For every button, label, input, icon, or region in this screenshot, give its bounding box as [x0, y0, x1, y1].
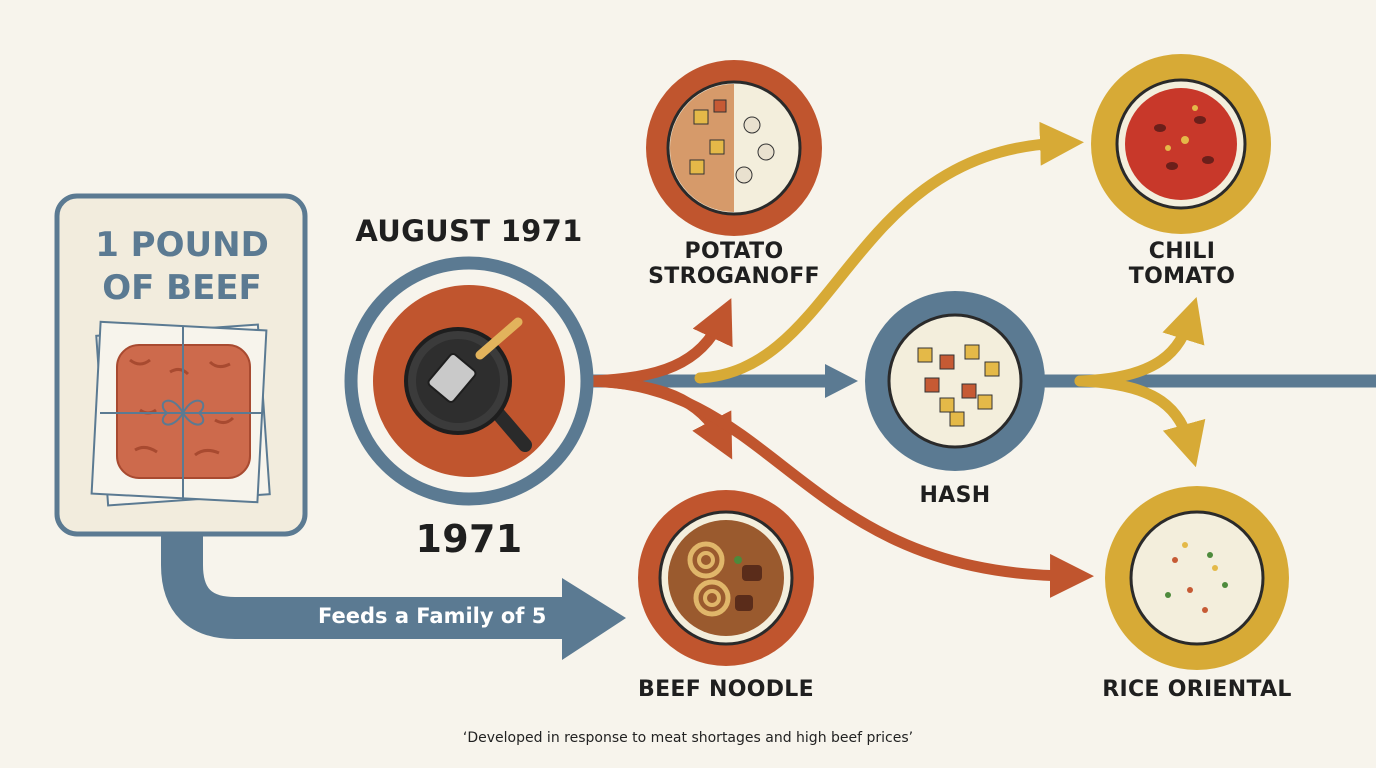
branch-to-chili — [694, 121, 1084, 384]
date-bottom-label: 1971 — [415, 517, 523, 561]
dish-label-beef-noodle: BEEF NOODLE — [638, 677, 814, 702]
dish-label-stroganoff: POTATO STROGANOFF — [648, 239, 820, 290]
chili-bowl-icon — [1125, 88, 1237, 200]
feeds-arrow — [161, 530, 626, 660]
source-title-line2: OF BEEF — [102, 267, 262, 308]
rust-branches — [584, 298, 1094, 598]
branch-hash-to-chili — [1074, 297, 1205, 387]
caption: ‘Developed in response to meat shortages… — [462, 730, 914, 746]
branch-to-stroganoff — [584, 298, 733, 387]
skillet-node — [344, 256, 594, 506]
hash-bowl-icon — [917, 344, 1000, 427]
beef-noodle-node — [638, 490, 814, 666]
date-top-label: AUGUST 1971 — [355, 214, 583, 248]
branch-to-rice — [584, 375, 1094, 598]
feeds-label: Feeds a Family of 5 — [318, 604, 547, 628]
stroganoff-node — [646, 60, 822, 236]
source-title: 1 POUND OF BEEF — [62, 224, 302, 309]
noodle-bowl-icon — [668, 520, 784, 636]
rice-node — [1105, 486, 1289, 670]
gold-branches — [694, 121, 1206, 468]
source-card — [54, 193, 308, 537]
source-title-line1: 1 POUND — [95, 225, 269, 265]
branch-hash-to-rice — [1074, 375, 1206, 468]
chili-node — [1091, 54, 1271, 234]
skillet-spatula-icon — [404, 317, 532, 452]
stroganoff-bowl-icon — [670, 84, 775, 212]
dish-label-hash: HASH — [919, 483, 991, 508]
dish-label-rice: RICE ORIENTAL — [1102, 677, 1292, 702]
wrapped-beef-icon — [90, 320, 271, 507]
rice-bowl-icon — [1165, 542, 1228, 613]
hash-node — [865, 291, 1045, 471]
dish-label-chili: CHILI TOMATO — [1128, 239, 1236, 290]
